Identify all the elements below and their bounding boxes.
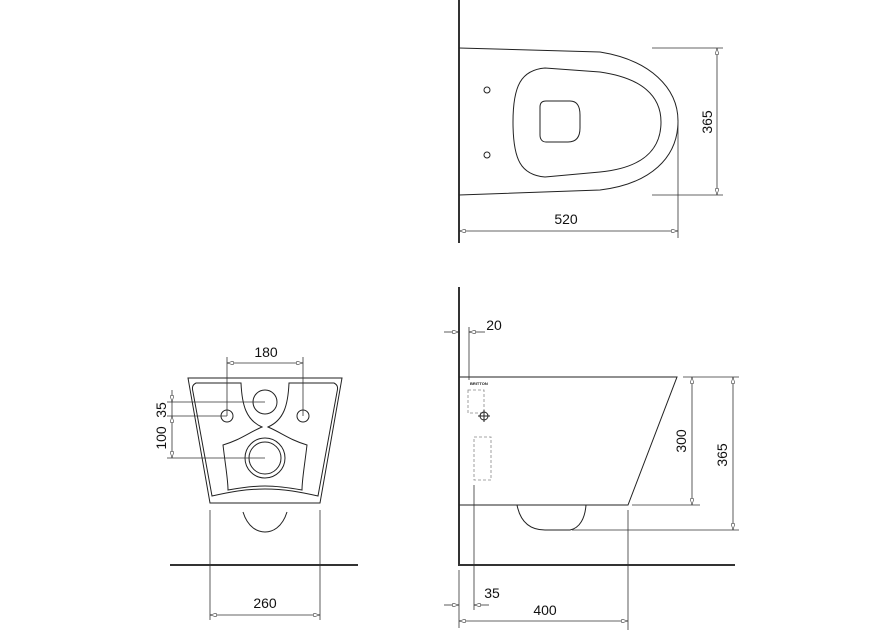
brand-logo: BRITTON	[470, 381, 488, 386]
dimension-label: 35	[153, 402, 169, 418]
side-view: BRITTON 20 300 365 35 400	[444, 287, 739, 630]
hidden-inlet	[467, 389, 485, 414]
front-view: 180 35 100 260	[153, 344, 358, 620]
dimension-label: 365	[699, 110, 715, 134]
dimension-label: 100	[153, 426, 169, 450]
hidden-outlet	[473, 436, 492, 481]
dimension-label: 520	[554, 211, 578, 227]
seat-outline	[512, 67, 662, 178]
bowl-opening	[539, 100, 581, 143]
dimension-label: 260	[253, 595, 277, 611]
dimension-label: 365	[714, 443, 730, 467]
body-outline	[459, 376, 678, 506]
dimension-label: 35	[484, 585, 500, 601]
dimension-label: 400	[533, 602, 557, 618]
top-view: 365 520	[458, 0, 723, 243]
dimension-label: 180	[254, 344, 278, 360]
bowl-underside	[516, 504, 587, 531]
fixing-hole	[483, 151, 491, 159]
dimension-label: 20	[486, 317, 502, 333]
inner-outline	[191, 382, 339, 497]
fixing-hole	[483, 86, 491, 94]
bowl-front-curve	[242, 511, 288, 533]
outer-outline	[187, 377, 343, 504]
dimension-label: 300	[673, 429, 689, 453]
